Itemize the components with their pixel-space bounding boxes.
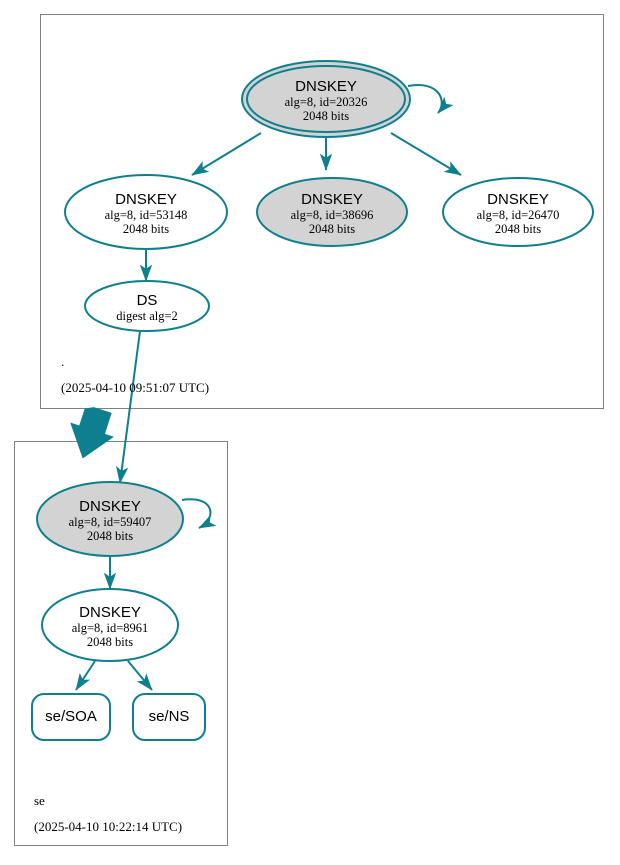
node-ds-se[interactable]	[84, 280, 210, 332]
delegation-arrow-root-to-se	[70, 407, 114, 459]
node-root-zsk-38696[interactable]	[256, 177, 408, 247]
node-se-ns[interactable]	[132, 693, 206, 741]
zone-label-se-name: se	[34, 793, 45, 808]
edge-rootksk-to-zsk26470	[390, 132, 462, 176]
edge-sezsk-to-se-ns	[127, 660, 153, 691]
zone-label-root-timestamp: (2025-04-10 09:51:07 UTC)	[61, 380, 210, 395]
node-se-ksk[interactable]	[36, 481, 184, 557]
zone-label-root-name: .	[61, 354, 65, 369]
zone-label-se-timestamp: (2025-04-10 10:22:14 UTC)	[34, 819, 183, 834]
node-se-soa[interactable]	[31, 693, 111, 741]
edge-sezsk-to-se-soa	[75, 660, 96, 691]
selfloop-root-ksk	[407, 84, 454, 114]
node-root-zsk-53148[interactable]	[64, 174, 228, 250]
node-root-ksk[interactable]	[241, 60, 411, 138]
edge-rootksk-to-zsk53148	[191, 132, 262, 176]
selfloop-se-ksk	[181, 498, 217, 529]
node-se-zsk[interactable]	[41, 588, 179, 662]
zone-box-root	[40, 14, 604, 409]
edge-ds-to-se-ksk	[115, 330, 141, 484]
zone-box-se	[14, 441, 228, 846]
node-root-zsk-26470[interactable]	[442, 177, 594, 247]
